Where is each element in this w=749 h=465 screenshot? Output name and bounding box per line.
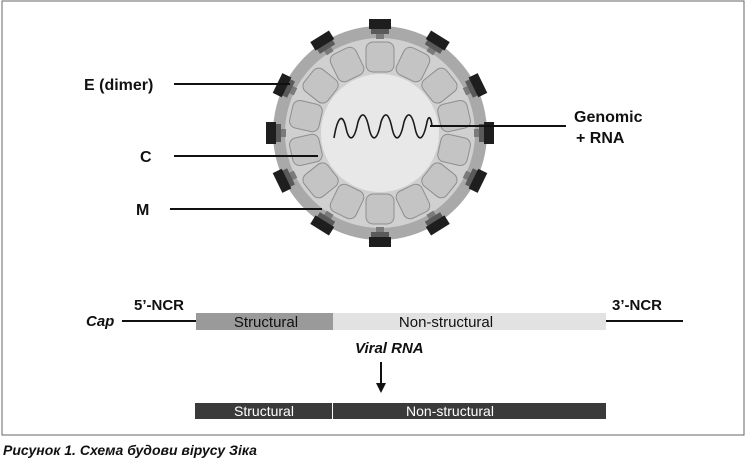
surface-proteins [266,19,494,247]
envelope-protein [424,30,450,56]
capsid-subunit [329,183,365,220]
envelope-protein [310,30,336,56]
capsid-subunit [329,46,365,83]
envelope-protein [462,73,488,98]
virion-core [321,74,439,192]
membrane-label: M [136,202,149,219]
polyprotein-nonstructural-label: Non-structural [406,403,494,419]
ncr5-label: 5’-NCR [134,297,184,314]
capsid-subunit [289,133,323,167]
envelope-protein [369,227,391,247]
envelope-protein [462,168,488,193]
capsid-subunit [302,67,339,104]
envelope-protein [310,210,336,236]
polyprotein-structural-label: Structural [234,403,294,419]
capsid-ring [289,41,471,225]
figure-caption: Рисунок 1. Схема будови вірусу Зіка [3,442,257,458]
rna-genome-map: Structural Non-structural Cap 5’-NCR 3’-… [86,297,683,357]
rna-structural-region [196,313,333,330]
rna-structural-label: Structural [234,314,298,331]
capsid-subunit [365,41,395,73]
polyprotein-bar: Structural Non-structural [195,403,606,419]
polyprotein-nonstructural-region [333,403,606,419]
capsid-subunit [302,162,339,199]
envelope-protein [266,122,286,144]
cap-label: Cap [86,313,114,330]
envelope-protein [272,73,298,98]
envelope-protein [424,210,450,236]
translation-arrow [376,362,386,393]
ncr3-label: 3’-NCR [612,297,662,314]
genome-label-line2: + RNA [576,130,625,147]
capsid-subunit [421,67,458,104]
envelope-label: E (dimer) [84,77,153,94]
genome-label-line1: Genomic [574,109,643,126]
viral-rna-caption: Viral RNA [355,340,424,357]
polyprotein-structural-region [195,403,332,419]
genomic-rna-coil [333,114,433,139]
capsid-subunit [365,193,395,225]
capsid-subunit [289,99,323,133]
rna-nonstructural-label: Non-structural [399,314,493,331]
envelope-protein [369,19,391,39]
capsid-subunit [437,99,471,133]
envelope-protein [272,168,298,193]
rna-nonstructural-region [333,313,606,330]
capsid-subunit [437,133,471,167]
capsid-subunit [395,46,431,83]
envelope-protein [474,122,494,144]
virion [266,19,494,247]
capsid-subunit [395,183,431,220]
capsid-subunit [421,162,458,199]
capsid-label: C [140,149,152,166]
